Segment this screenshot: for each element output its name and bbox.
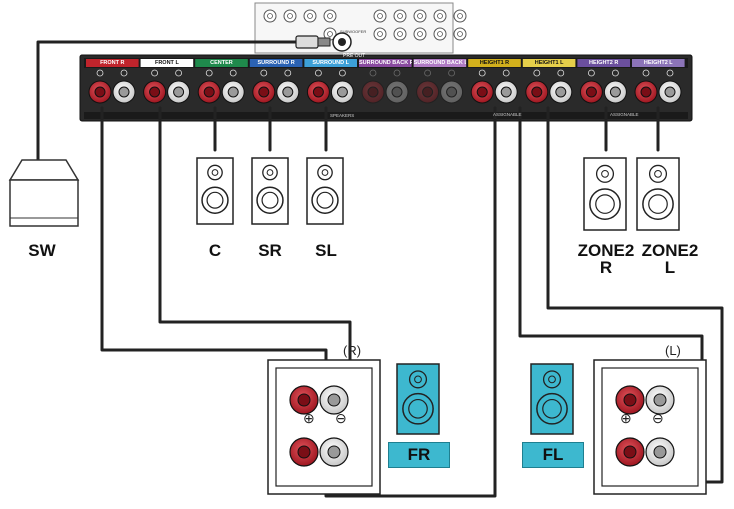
label-surround-left: SL: [315, 241, 337, 260]
channel-label-front-l: FRONT L: [154, 60, 179, 66]
pre-out-jack: [413, 27, 427, 41]
terminal-pair-height2-r: [579, 69, 627, 104]
label-right-channel: (R): [343, 343, 362, 358]
rca-plug: [295, 32, 352, 52]
terminal-pair-center: [197, 69, 245, 104]
terminal-box-front-right: [267, 359, 381, 495]
speaker-center: [196, 157, 234, 225]
terminal-pair-surround-r: [252, 69, 300, 104]
pre-out-jack: [373, 27, 387, 41]
terminal-pair-surround-back-l: [416, 69, 464, 104]
pre-out-jack: [303, 9, 317, 23]
terminal-box-front-left: [593, 359, 707, 495]
pre-out-label: PRE OUT: [343, 53, 366, 59]
channel-chip: [468, 59, 521, 67]
pre-out-jack: [373, 9, 387, 23]
badge-front-right: FR: [388, 442, 450, 468]
pre-out-jack: [433, 27, 447, 41]
pre-out-jack: [453, 27, 467, 41]
plus-symbol-fr: ⊕: [303, 410, 315, 426]
channel-label-surround-back-r: SURROUND BACK R: [359, 60, 412, 66]
minus-symbol-fl: ⊖: [652, 410, 664, 426]
label-surround-right: SR: [258, 241, 282, 260]
minus-symbol-fr: ⊖: [335, 410, 347, 426]
speakers-label: SPEAKERS: [330, 113, 355, 118]
channel-chip: [140, 59, 194, 67]
terminal-pair-height2-l: [634, 69, 682, 104]
subwoofer-unit: [8, 159, 80, 227]
channel-chip: [195, 59, 248, 67]
channel-chip: [86, 59, 139, 67]
label-left-channel: (L): [665, 343, 681, 358]
channel-label-front-r: FRONT R: [100, 60, 125, 66]
channel-chip: [522, 59, 576, 67]
pre-out-jack: [433, 9, 447, 23]
channel-label-surround-r: SURROUND R: [257, 60, 295, 66]
channel-chip: [304, 59, 357, 67]
label-subwoofer: SW: [28, 241, 56, 260]
pre-out-jack: [393, 27, 407, 41]
speaker-front-right: [396, 363, 440, 435]
receiver-body: [79, 54, 693, 122]
assignable-label-2: ASSIGNABLE: [610, 112, 639, 117]
plus-symbol-fl: ⊕: [620, 410, 632, 426]
assignable-label-1: ASSIGNABLE: [493, 112, 522, 117]
pre-out-jack: [393, 9, 407, 23]
badge-front-left: FL: [522, 442, 584, 468]
speaker-surround-left: [306, 157, 344, 225]
terminal-pair-surround-l: [306, 69, 354, 104]
channel-chip: [632, 59, 685, 67]
channel-label-height1-r: HEIGHT1 R: [479, 60, 510, 66]
channel-label-center: CENTER: [210, 60, 233, 66]
terminal-pair-height1-r: [470, 69, 518, 104]
speaker-front-left: [530, 363, 574, 435]
channel-label-height1-l: HEIGHT1 L: [534, 60, 564, 66]
terminal-pair-front-l: [143, 69, 191, 104]
terminal-pair-height1-l: [525, 69, 573, 104]
channel-chip: [577, 59, 630, 67]
label-center: C: [208, 241, 222, 260]
cables: [36, 40, 724, 498]
label-zone2-right: ZONE2 R: [577, 241, 635, 277]
channel-label-surround-back-l: SURROUND BACK L: [413, 60, 467, 66]
channel-chip: [413, 59, 467, 67]
speaker-surround-right: [251, 157, 289, 225]
pre-out-panel: [254, 2, 467, 54]
terminal-pair-front-r: [88, 69, 136, 104]
label-zone2-left: ZONE2 L: [641, 241, 699, 277]
pre-out-jack: [453, 9, 467, 23]
subwoofer-jack-label: SUBWOOFER: [340, 29, 367, 34]
pre-out-jack: [413, 9, 427, 23]
pre-out-jack: [283, 9, 297, 23]
speaker-zone2-right: [583, 157, 627, 231]
channel-label-surround-l: SURROUND L: [312, 60, 350, 66]
channel-label-height2-l: HEIGHT2 L: [643, 60, 673, 66]
terminal-pair-surround-back-r: [361, 69, 409, 104]
channel-label-height2-r: HEIGHT2 R: [589, 60, 619, 66]
channel-chip: [359, 59, 412, 67]
speaker-zone2-left: [636, 157, 680, 231]
pre-out-jack: [323, 9, 337, 23]
pre-out-jack: [263, 9, 277, 23]
channel-chip: [249, 59, 303, 67]
